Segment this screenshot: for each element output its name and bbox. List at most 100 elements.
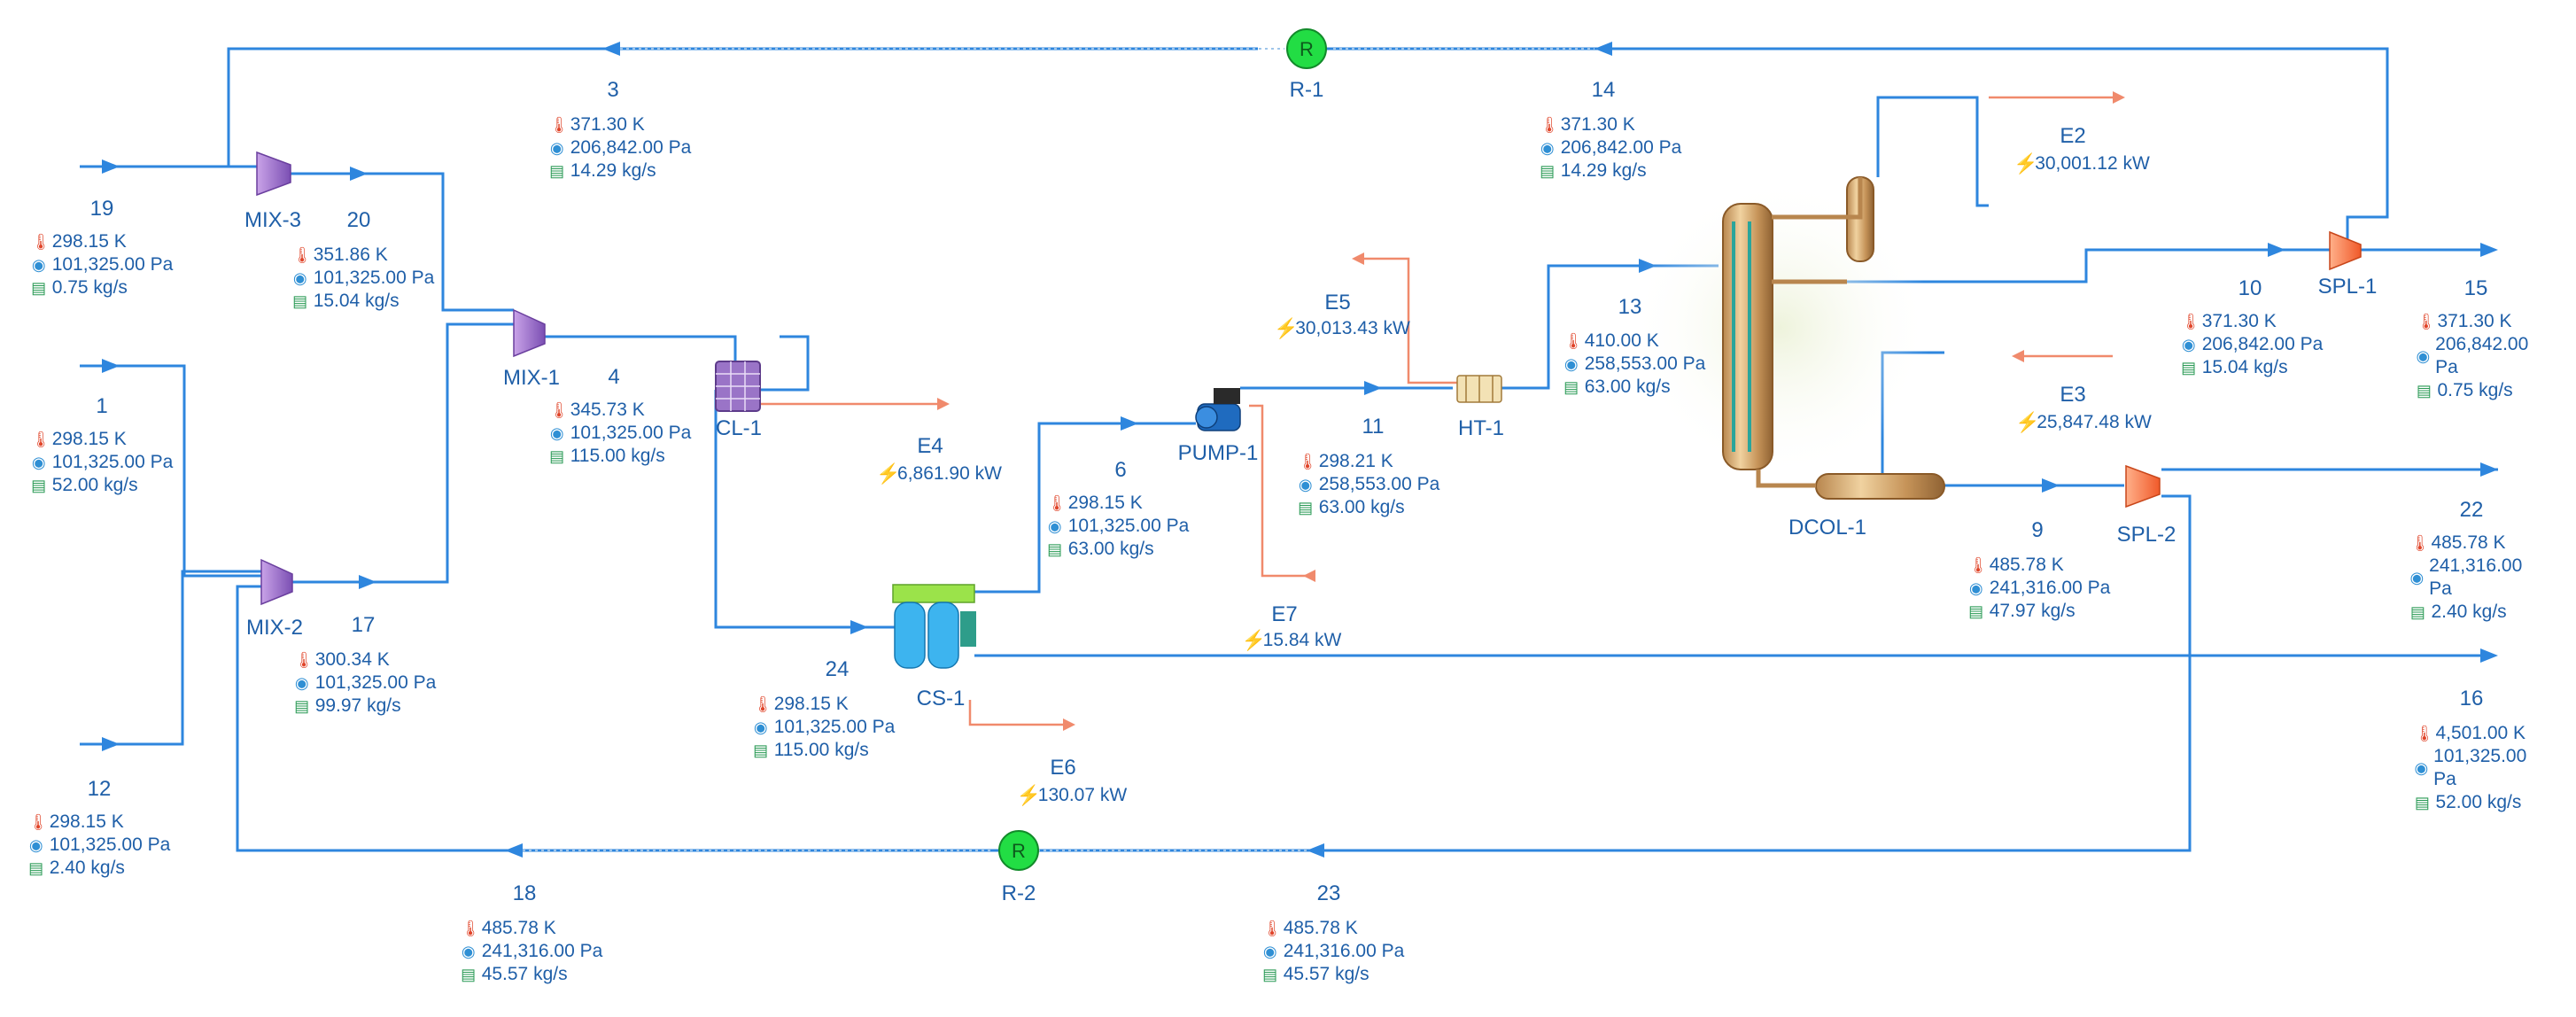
stream-4-line[interactable] [545, 335, 737, 388]
energy-E7-line[interactable] [1249, 404, 1315, 578]
stream-1-line[interactable] [80, 364, 261, 578]
pump-PUMP-1[interactable] [1195, 388, 1241, 431]
stream-name-13[interactable]: 13 [1618, 295, 1642, 319]
temperature-value: 371.30 K [2201, 311, 2277, 331]
mass-flow-icon: ▤ [1262, 966, 1278, 983]
stream-12-line[interactable] [80, 570, 261, 746]
stream-name-19[interactable]: 19 [89, 197, 114, 221]
thermometer-icon: 🌡 [30, 431, 51, 448]
stream-13-line[interactable] [1501, 264, 1719, 390]
stream-name-4[interactable]: 4 [608, 365, 620, 389]
stream-3-line[interactable] [227, 47, 1258, 167]
stream-14-line[interactable] [1311, 47, 2389, 239]
stream-name-14[interactable]: 14 [1591, 78, 1616, 102]
arrow-17 [359, 575, 376, 589]
unit-label-CL-1: CL-1 [715, 416, 763, 440]
stream-6-line[interactable] [957, 422, 1196, 594]
pressure-gauge-icon: ◉ [1540, 139, 1555, 157]
thermometer-icon: 🌡 [30, 233, 51, 251]
stream-name-17[interactable]: 17 [351, 613, 376, 637]
arrow-15 [2480, 243, 2498, 257]
column-DCOL-1[interactable] [1630, 176, 1945, 500]
arrow-11 [1364, 381, 1382, 395]
stream-name-3[interactable]: 3 [607, 78, 619, 102]
stream-24-line[interactable] [714, 390, 899, 629]
mixer-MIX-3[interactable] [256, 151, 291, 197]
stream-name-12[interactable]: 12 [87, 777, 112, 801]
thermometer-icon: 🌡 [548, 116, 570, 134]
pressure-value: 101,325.00 Pa [773, 717, 896, 737]
splitter-SPL-1[interactable] [2329, 230, 2362, 271]
stream-name-22[interactable]: 22 [2459, 498, 2484, 522]
pressure-value: 258,553.00 Pa [1584, 353, 1706, 374]
dcol-overhead-link [1876, 96, 1989, 207]
thermometer-icon: 🌡 [548, 401, 570, 419]
energy-name-E5[interactable]: E5 [1324, 291, 1351, 314]
stream-name-10[interactable]: 10 [2238, 276, 2262, 300]
pressure-gauge-icon: ◉ [28, 836, 43, 854]
energy-value: 15.84 kW [1262, 630, 1342, 650]
stream-props-6: 🌡298.15 K ◉101,325.00 Pa ▤63.00 kg/s [1047, 492, 1190, 561]
temperature-value: 300.34 K [314, 649, 390, 670]
stream-props-1: 🌡298.15 K ◉101,325.00 Pa ▤52.00 kg/s [31, 428, 174, 497]
energy-name-E3[interactable]: E3 [2060, 383, 2086, 407]
stream-18-line[interactable] [236, 585, 1005, 852]
stream-name-11[interactable]: 11 [1362, 415, 1385, 439]
energy-name-E2[interactable]: E2 [2060, 124, 2086, 148]
separator-CS-1[interactable] [892, 584, 976, 669]
energy-name-E6[interactable]: E6 [1050, 756, 1076, 780]
arrow-22 [2480, 462, 2498, 477]
stream-name-1[interactable]: 1 [96, 394, 108, 418]
splitter-SPL-2[interactable] [2125, 464, 2161, 508]
temperature-value: 485.78 K [2431, 532, 2506, 553]
unit-label-R-2: R-2 [1001, 881, 1036, 905]
pressure-gauge-icon: ◉ [292, 269, 307, 287]
flow-value: 0.75 kg/s [51, 277, 128, 298]
stream-name-16[interactable]: 16 [2459, 687, 2484, 710]
stream-name-15[interactable]: 15 [2463, 276, 2488, 300]
stream-name-6[interactable]: 6 [1114, 458, 1127, 482]
flow-value: 52.00 kg/s [51, 475, 138, 495]
recycle-R-1[interactable]: R [1286, 28, 1327, 69]
stream-name-23[interactable]: 23 [1316, 881, 1341, 905]
pressure-gauge-icon: ◉ [1298, 476, 1313, 493]
thermometer-icon: 🌡 [2416, 313, 2437, 330]
stream-10-line[interactable] [1825, 248, 2330, 283]
mass-flow-icon: ▤ [461, 966, 477, 983]
flow-value: 115.00 kg/s [570, 446, 665, 466]
flow-value: 63.00 kg/s [1318, 497, 1405, 517]
stream-17-line[interactable] [292, 322, 514, 584]
flow-value: 14.29 kg/s [1560, 160, 1647, 181]
stream-props-12: 🌡298.15 K ◉101,325.00 Pa ▤2.40 kg/s [28, 811, 171, 880]
pressure-value: 241,316.00 Pa [481, 941, 603, 961]
stream-props-9: 🌡485.78 K ◉241,316.00 Pa ▤47.97 kg/s [1968, 554, 2111, 623]
stream-name-18[interactable]: 18 [512, 881, 537, 905]
stream-name-9[interactable]: 9 [2031, 518, 2044, 542]
mass-flow-icon: ▤ [1563, 378, 1579, 396]
thermometer-icon: 🌡 [1046, 494, 1067, 512]
arrow-16 [2480, 648, 2498, 663]
mixer-MIX-1[interactable] [513, 308, 546, 358]
stream-name-20[interactable]: 20 [346, 208, 371, 232]
energy-name-E4[interactable]: E4 [917, 434, 943, 458]
temperature-value: 298.15 K [51, 231, 127, 252]
cooler-CL-1[interactable] [715, 361, 761, 412]
stream-name-24[interactable]: 24 [825, 657, 850, 681]
stream-props-10: 🌡371.30 K ◉206,842.00 Pa ▤15.04 kg/s [2181, 310, 2324, 379]
energy-props-E3: ⚡25,847.48 kW [2015, 411, 2152, 434]
temperature-value: 298.15 K [773, 694, 849, 714]
thermometer-icon: 🌡 [1563, 332, 1584, 350]
energy-E5-line[interactable] [1364, 257, 1462, 384]
energy-name-E7[interactable]: E7 [1271, 602, 1298, 626]
heater-HT-1[interactable] [1456, 375, 1502, 403]
energy-props-E2: ⚡30,001.12 kW [2013, 152, 2150, 175]
mixer-MIX-2[interactable] [260, 558, 293, 606]
mixer-icon [256, 151, 291, 197]
stream-props-3: 🌡371.30 K ◉206,842.00 Pa ▤14.29 kg/s [549, 113, 692, 182]
recycle-R-2[interactable]: R [998, 830, 1039, 871]
arrow-14 [1594, 42, 1612, 56]
pump-motor-icon [1214, 388, 1240, 404]
stream-23-line[interactable] [1028, 494, 2192, 852]
pump-impeller-icon [1195, 406, 1218, 429]
energy-E6-line[interactable] [968, 700, 1063, 726]
